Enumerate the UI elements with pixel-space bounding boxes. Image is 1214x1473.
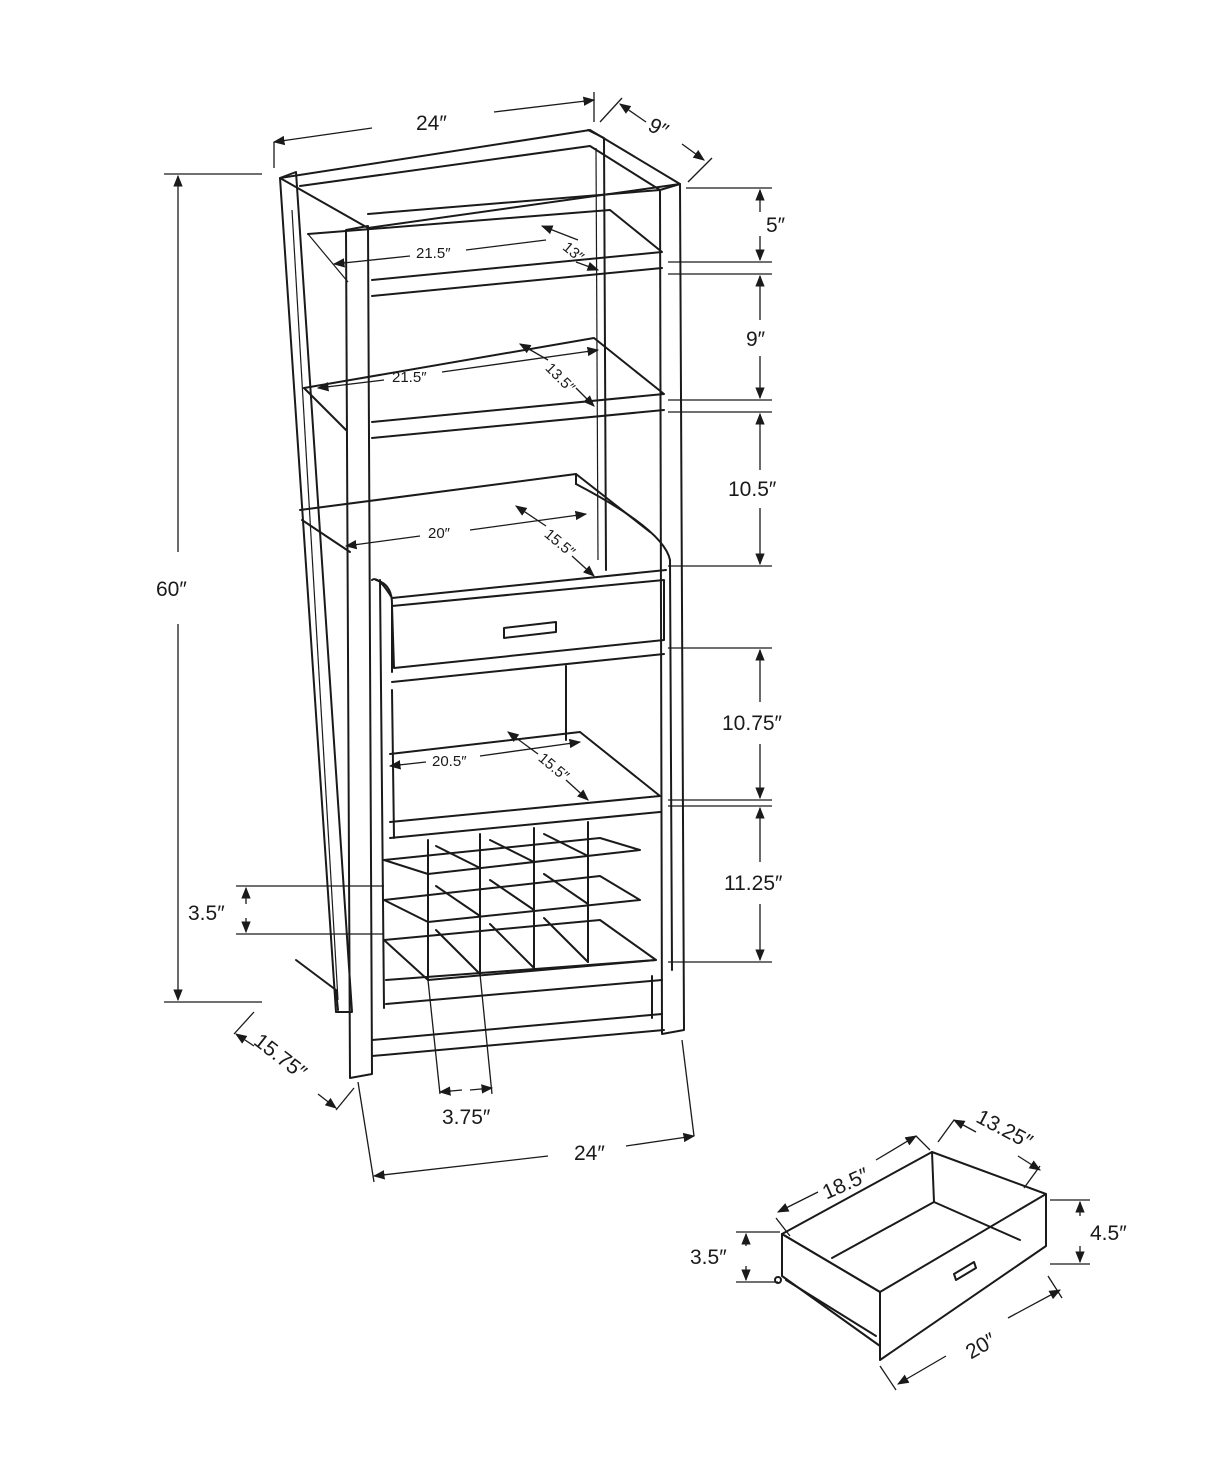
dimension-lines xyxy=(164,92,772,1183)
label-rack-cell-height: 3.5″ xyxy=(188,902,225,925)
label-top-width: 24″ xyxy=(416,112,447,135)
cabinet-outline xyxy=(279,129,685,1079)
label-gap-shelf2: 9″ xyxy=(746,328,766,351)
label-gap-shelf3: 10.5″ xyxy=(728,478,777,501)
dimension-labels: 24″ 9″ 60″ 5″ 9″ 10.5″ 10.75″ 11.25″ 21.… xyxy=(156,112,1127,1364)
wine-rack xyxy=(383,821,663,1005)
label-gap-wine: 11.25″ xyxy=(724,872,783,895)
drawer-detail xyxy=(736,1119,1090,1391)
label-cabinet-shelf-depth: 15.5″ xyxy=(535,750,573,786)
label-height: 60″ xyxy=(156,578,187,601)
label-base-width: 24″ xyxy=(574,1142,605,1165)
label-cabinet-shelf-width: 20.5″ xyxy=(432,753,467,770)
label-shelf2-depth: 13.5″ xyxy=(542,360,579,397)
label-rack-cell-width: 3.75″ xyxy=(442,1106,491,1129)
label-counter-depth: 15.5″ xyxy=(541,526,579,562)
label-drawer-width-back: 13.25″ xyxy=(972,1105,1036,1154)
label-gap-top: 5″ xyxy=(766,214,786,237)
label-top-depth: 9″ xyxy=(644,114,672,144)
label-drawer-front-height: 4.5″ xyxy=(1090,1222,1127,1245)
label-base-depth: 15.75″ xyxy=(249,1029,311,1084)
label-shelf1-width: 21.5″ xyxy=(416,245,451,262)
label-gap-cabinet: 10.75″ xyxy=(722,712,783,735)
label-counter-width: 20″ xyxy=(428,525,451,542)
label-drawer-width: 20″ xyxy=(962,1328,1001,1364)
label-drawer-inner-height: 3.5″ xyxy=(690,1246,727,1269)
label-shelf2-width: 21.5″ xyxy=(392,369,427,386)
